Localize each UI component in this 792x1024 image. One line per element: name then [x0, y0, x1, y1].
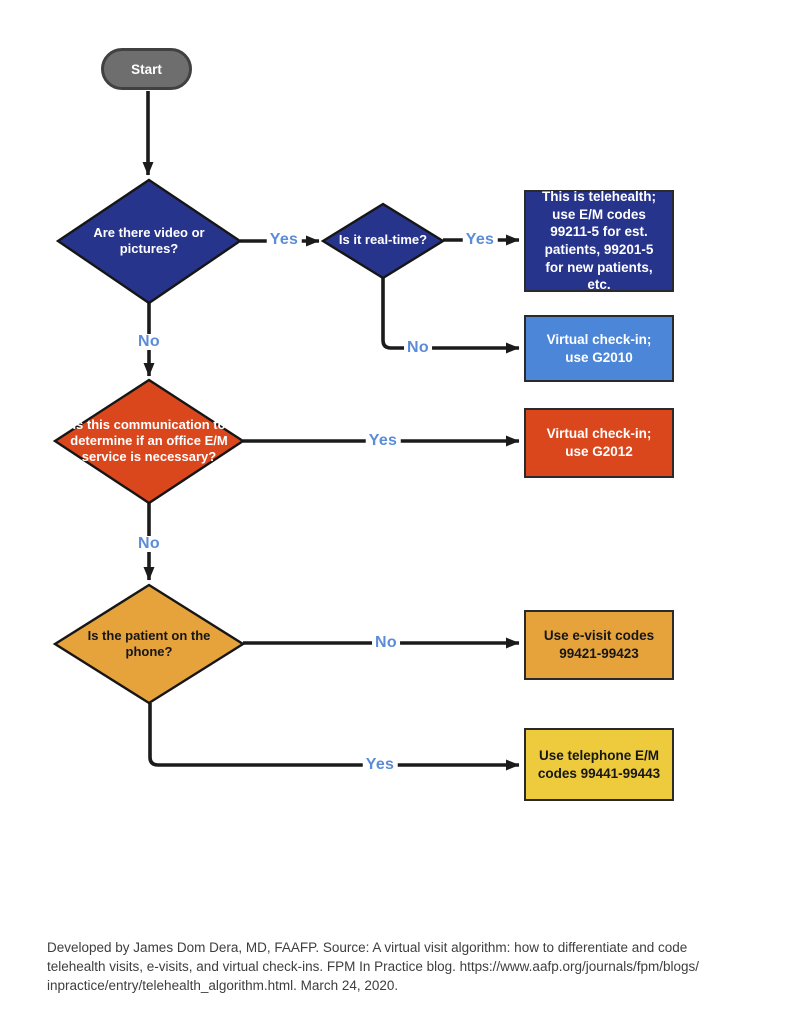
outcome-g2010-label: Virtual check-in; use G2010: [546, 331, 652, 365]
start-node: Start: [101, 48, 192, 90]
decision-phone-diamond: [52, 583, 246, 705]
attribution-line-3: inpractice/entry/telehealth_algorithm.ht…: [47, 978, 399, 993]
edge-label-yes-office-em-g2012: Yes: [365, 433, 401, 449]
outcome-evisit-label: Use e-visit codes 99421-99423: [543, 628, 655, 661]
edge-realtime-to-g2010: [381, 278, 520, 354]
decision-realtime-diamond: [320, 202, 446, 280]
start-node-label: Start: [131, 61, 162, 77]
edge-label-yes-realtime-telehealth: Yes: [462, 232, 498, 248]
outcome-telehealth-box: This is telehealth; use E/M codes 99211-…: [524, 189, 674, 293]
edge-label-no-realtime-g2010: No: [404, 340, 432, 356]
attribution-line-1: Developed by James Dom Dera, MD, FAAFP. …: [47, 940, 688, 955]
outcome-telehealth-label: This is telehealth; use E/M codes 99211-…: [541, 189, 657, 293]
attribution-text: Developed by James Dom Dera, MD, FAAFP. …: [47, 938, 757, 995]
outcome-telephone-box: Use telephone E/M codes 99441-99443: [524, 728, 674, 801]
outcome-evisit-box: Use e-visit codes 99421-99423: [524, 610, 674, 680]
decision-office-em-diamond: [52, 378, 246, 505]
edge-label-no-office-em-phone: No: [135, 536, 163, 552]
outcome-g2010-box: Virtual check-in; use G2010: [524, 315, 674, 382]
edge-label-no-video-office-em: No: [135, 334, 163, 350]
attribution-line-2: telehealth visits, e-visits, and virtual…: [47, 959, 700, 974]
decision-video-diamond: [55, 178, 243, 305]
outcome-g2012-label: Virtual check-in; use G2012: [546, 426, 652, 459]
edge-phone-to-telephone: [148, 703, 520, 771]
edge-label-yes-phone-telephone: Yes: [362, 757, 398, 773]
edge-label-yes-video-realtime: Yes: [266, 232, 302, 248]
edge-label-no-phone-evisit: No: [372, 635, 400, 651]
outcome-telephone-label: Use telephone E/M codes 99441-99443: [537, 747, 661, 781]
outcome-g2012-box: Virtual check-in; use G2012: [524, 408, 674, 478]
